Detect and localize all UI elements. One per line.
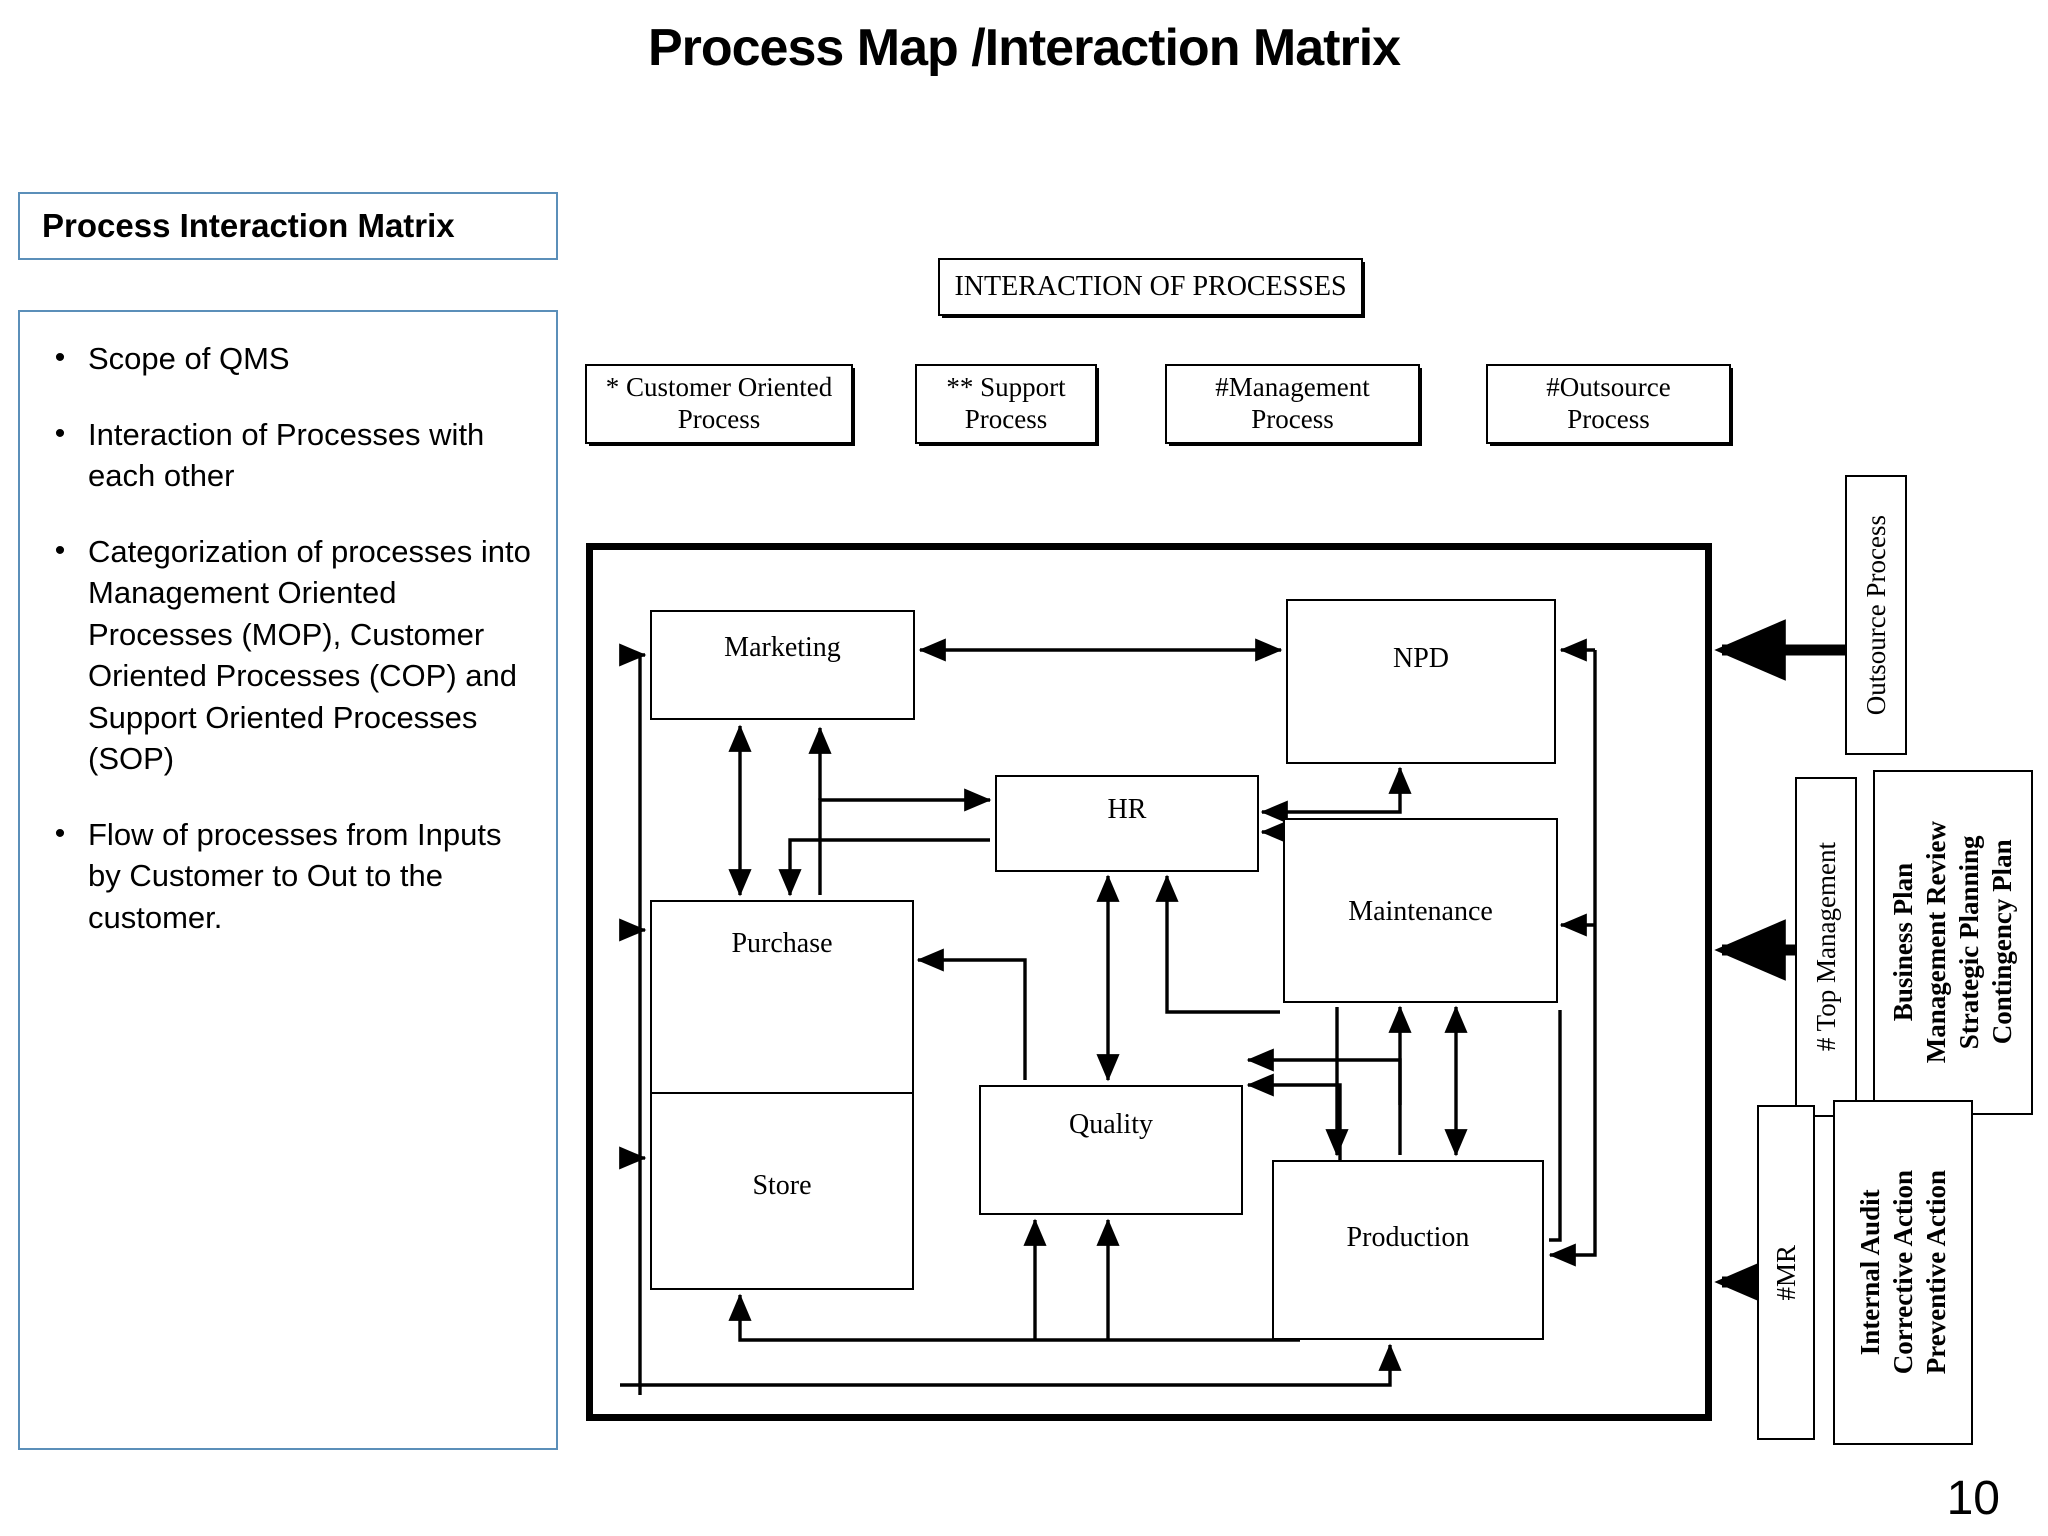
bullet-item-scope: • Scope of QMS [32, 338, 540, 380]
process-label: Marketing [724, 632, 841, 663]
bullet-label: Flow of processes from Inputs by Custome… [88, 816, 502, 935]
bullet-label: Categorization of processes into Managem… [88, 533, 531, 777]
process-interaction-matrix-heading: Process Interaction Matrix [18, 192, 558, 260]
process-box-hr[interactable]: HR [995, 775, 1259, 872]
process-label-purchase: Purchase [731, 928, 833, 959]
external-input-label: Outsource Process [1860, 514, 1891, 716]
external-input-label: Business Plan Management Review Strategi… [1888, 821, 2017, 1064]
external-input-label: Internal Audit Corrective Action Prevent… [1854, 1170, 1951, 1375]
process-box-marketing[interactable]: Marketing [650, 610, 915, 720]
bullet-label: Interaction of Processes with each other [88, 416, 485, 494]
external-input-mr[interactable]: #MR [1757, 1105, 1815, 1440]
external-input-top-management[interactable]: # Top Management [1795, 777, 1857, 1117]
process-label: Production [1346, 1222, 1470, 1253]
process-label: Maintenance [1348, 896, 1493, 927]
bullet-marker-icon: • [54, 816, 66, 850]
process-box-maintenance[interactable]: Maintenance [1283, 818, 1558, 1003]
legend-support-process: ** Support Process [915, 364, 1097, 444]
interaction-of-processes-header: INTERACTION OF PROCESSES [938, 258, 1363, 316]
page-number: 10 [1946, 1472, 2000, 1525]
process-box-quality[interactable]: Quality [979, 1085, 1243, 1215]
bullet-item-categorization: • Categorization of processes into Manag… [32, 531, 540, 780]
external-input-label: # Top Management [1810, 842, 1841, 1052]
process-box-purchase-store[interactable]: Purchase Store [650, 900, 914, 1290]
bullet-marker-icon: • [54, 416, 66, 450]
process-box-npd[interactable]: NPD [1286, 599, 1556, 764]
external-input-internal-audit[interactable]: Internal Audit Corrective Action Prevent… [1833, 1100, 1973, 1445]
external-input-business-plan[interactable]: Business Plan Management Review Strategi… [1873, 770, 2033, 1115]
bullet-item-interaction: • Interaction of Processes with each oth… [32, 414, 540, 497]
bullet-marker-icon: • [54, 533, 66, 567]
bullet-item-flow: • Flow of processes from Inputs by Custo… [32, 814, 540, 939]
purchase-store-divider [652, 1092, 912, 1094]
page-title: Process Map /Interaction Matrix [647, 19, 1401, 77]
legend-outsource-process: #Outsource Process [1486, 364, 1731, 444]
legend-management-process: #Management Process [1165, 364, 1420, 444]
bullet-label: Scope of QMS [88, 341, 290, 376]
panel-heading-label: Process Interaction Matrix [42, 207, 455, 244]
legend-customer-oriented-process: * Customer Oriented Process [585, 364, 853, 444]
process-interaction-matrix-bullet-panel: • Scope of QMS • Interaction of Processe… [18, 310, 558, 1450]
process-label: Quality [1069, 1109, 1153, 1140]
external-input-outsource-process[interactable]: Outsource Process [1845, 475, 1907, 755]
process-label-store: Store [752, 1170, 812, 1201]
external-input-label: #MR [1770, 1244, 1801, 1301]
bullet-marker-icon: • [54, 341, 66, 374]
process-label: NPD [1392, 643, 1449, 674]
process-label: HR [1107, 794, 1147, 825]
process-box-production[interactable]: Production [1272, 1160, 1544, 1340]
